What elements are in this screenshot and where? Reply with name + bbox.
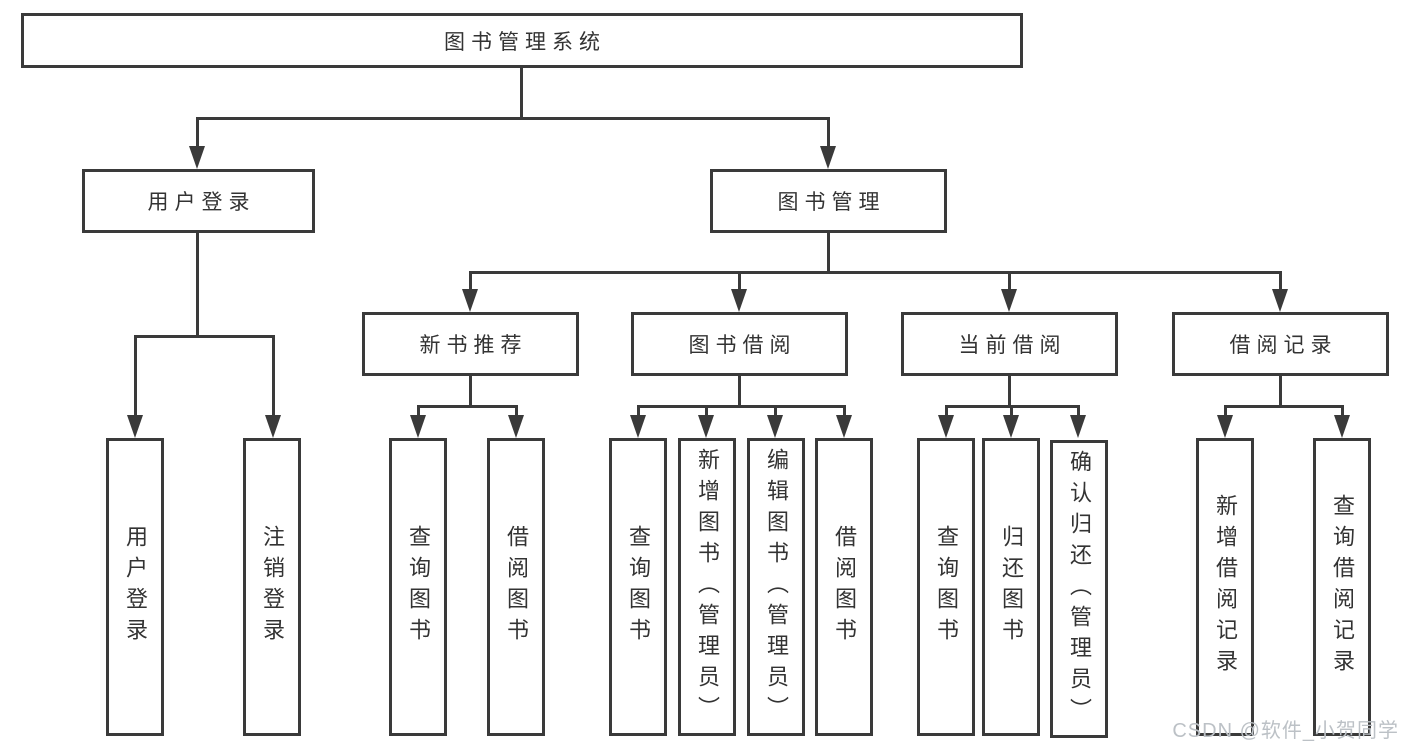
- arrow-down-icon: [1001, 289, 1017, 312]
- leaf-logout: 注销登录: [243, 438, 301, 736]
- arrow-down-icon: [1272, 289, 1288, 312]
- connector-line: [827, 233, 830, 274]
- csdn-watermark: CSDN @软件_小贺同学: [1172, 720, 1399, 742]
- connector-line: [1077, 405, 1080, 417]
- connector-line: [1224, 405, 1344, 408]
- connector-line: [1224, 405, 1227, 417]
- leaf-bb-add-books-admin: 新增图书（管理员）: [678, 438, 736, 736]
- node-book-management: 图书管理: [710, 169, 947, 233]
- arrow-down-icon: [731, 289, 747, 312]
- leaf-nb-borrow-books: 借阅图书: [487, 438, 545, 736]
- leaf-cb-confirm-return-admin: 确认归还（管理员）: [1050, 440, 1108, 738]
- leaf-br-add-record: 新增借阅记录: [1196, 438, 1254, 736]
- arrow-down-icon: [820, 146, 836, 169]
- arrow-down-icon: [698, 415, 714, 438]
- connector-line: [196, 117, 830, 120]
- arrow-down-icon: [265, 415, 281, 438]
- connector-line: [196, 117, 199, 147]
- connector-line: [945, 405, 948, 417]
- node-current-borrowing: 当前借阅: [901, 312, 1118, 376]
- connector-line: [1010, 405, 1013, 417]
- connector-line: [417, 405, 420, 417]
- connector-line: [1279, 271, 1282, 291]
- connector-line: [196, 233, 199, 338]
- connector-line: [738, 271, 741, 291]
- arrow-down-icon: [1003, 415, 1019, 438]
- arrow-down-icon: [508, 415, 524, 438]
- connector-line: [272, 335, 275, 415]
- leaf-cb-return-books: 归还图书: [982, 438, 1040, 736]
- arrow-down-icon: [767, 415, 783, 438]
- connector-line: [738, 376, 741, 408]
- connector-line: [774, 405, 777, 417]
- connector-line: [637, 405, 846, 408]
- arrow-down-icon: [1334, 415, 1350, 438]
- node-borrowing-records: 借阅记录: [1172, 312, 1389, 376]
- connector-line: [417, 405, 518, 408]
- connector-line: [1279, 376, 1282, 408]
- connector-line: [469, 271, 472, 291]
- connector-line: [134, 335, 137, 415]
- node-new-book-recommend: 新书推荐: [362, 312, 579, 376]
- connector-line: [827, 117, 830, 147]
- arrow-down-icon: [630, 415, 646, 438]
- leaf-bb-borrow-books: 借阅图书: [815, 438, 873, 736]
- node-book-borrowing: 图书借阅: [631, 312, 848, 376]
- arrow-down-icon: [410, 415, 426, 438]
- arrow-down-icon: [462, 289, 478, 312]
- arrow-down-icon: [1070, 415, 1086, 438]
- connector-line: [843, 405, 846, 417]
- connector-line: [1008, 376, 1011, 408]
- node-library-system: 图书管理系统: [21, 13, 1023, 68]
- connector-line: [520, 68, 523, 118]
- leaf-cb-query-books: 查询图书: [917, 438, 975, 736]
- connector-line: [705, 405, 708, 417]
- connector-line: [469, 376, 472, 408]
- connector-line: [637, 405, 640, 417]
- leaf-bb-edit-books-admin: 编辑图书（管理员）: [747, 438, 805, 736]
- connector-line: [469, 271, 1282, 274]
- arrow-down-icon: [1217, 415, 1233, 438]
- leaf-nb-query-books: 查询图书: [389, 438, 447, 736]
- leaf-bb-query-books: 查询图书: [609, 438, 667, 736]
- arrow-down-icon: [189, 146, 205, 169]
- connector-line: [134, 335, 275, 338]
- connector-line: [515, 405, 518, 417]
- node-user-login: 用户登录: [82, 169, 315, 233]
- leaf-user-login: 用户登录: [106, 438, 164, 736]
- arrow-down-icon: [836, 415, 852, 438]
- connector-line: [1008, 271, 1011, 291]
- arrow-down-icon: [127, 415, 143, 438]
- arrow-down-icon: [938, 415, 954, 438]
- leaf-br-query-record: 查询借阅记录: [1313, 438, 1371, 736]
- connector-line: [1341, 405, 1344, 417]
